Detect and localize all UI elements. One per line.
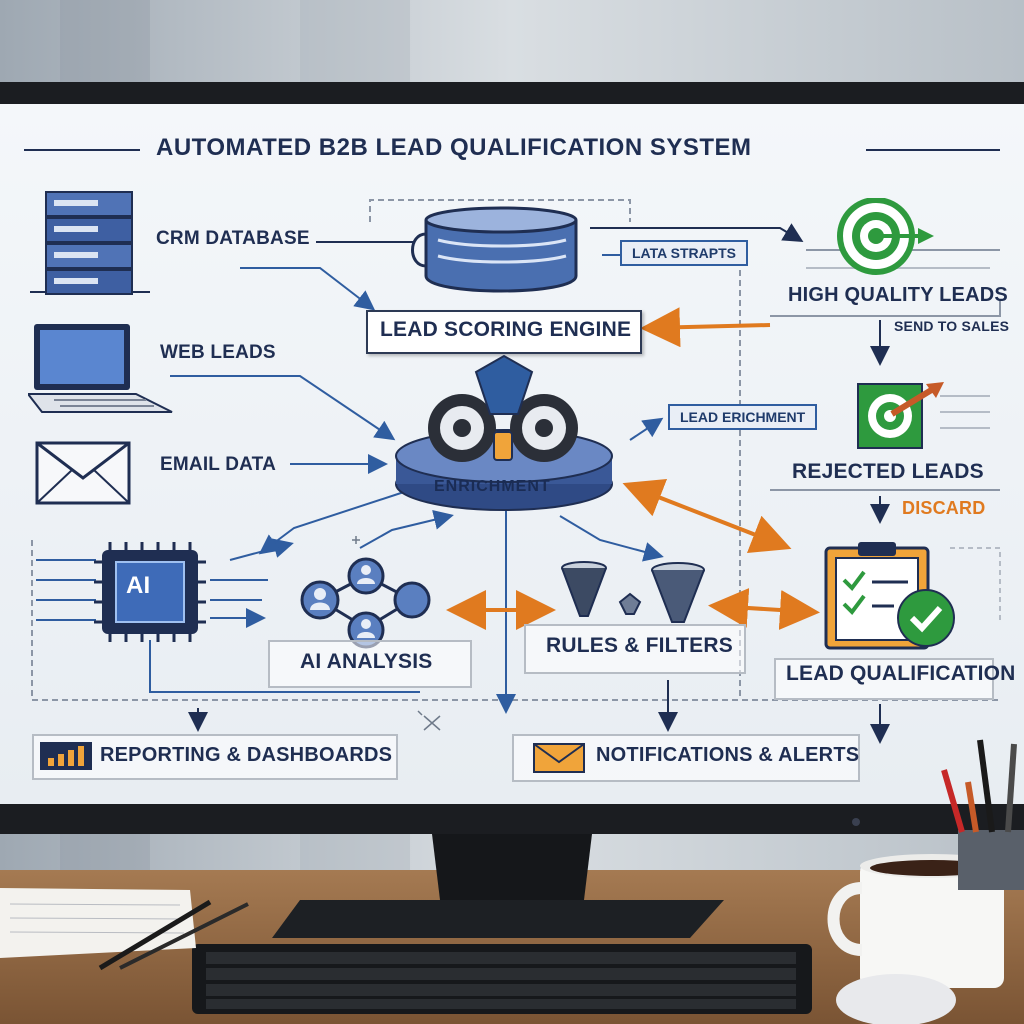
lead-qualification-box: [774, 658, 994, 700]
rejected-leads-label: REJECTED LEADS: [792, 460, 984, 483]
enrichment-hub-label: ENRICHMENT: [434, 478, 551, 495]
clipboard-check-icon: [824, 542, 955, 650]
lead-scoring-engine-box: [366, 310, 642, 354]
ai-chip-icon: [94, 542, 206, 642]
filter-funnels-icon: [561, 561, 705, 623]
data-strapts-tag: LATA STRAPTS: [620, 240, 748, 266]
send-to-sales-label: SEND TO SALES: [894, 318, 1010, 334]
reporting-dashboards-box: [32, 734, 398, 780]
crm-database-label: CRM DATABASE: [156, 228, 310, 249]
target-icon: [837, 198, 934, 275]
alert-envelope-icon: [533, 743, 585, 773]
email-data-label: EMAIL DATA: [160, 454, 276, 475]
lead-enrichment-tag: LEAD ERICHMENT: [668, 404, 818, 430]
server-icon: [45, 191, 133, 295]
enrichment-gears-icon: [395, 354, 613, 511]
laptop-icon: [28, 324, 173, 413]
ai-analysis-box: [268, 640, 472, 688]
people-network-icon: [300, 557, 431, 649]
rules-filters-label: RULES & FILTERS: [546, 634, 733, 657]
diagram-title: AUTOMATED B2B LEAD QUALIFICATION SYSTEM: [156, 134, 752, 161]
rules-filters-box: [524, 624, 746, 674]
bar-chart-icon: [40, 742, 92, 770]
discard-label: DISCARD: [902, 498, 986, 518]
ai-chip-label: AI: [126, 572, 151, 599]
rejected-target-icon: [857, 382, 944, 449]
envelope-icon: [35, 441, 131, 505]
notifications-alerts-label: NOTIFICATIONS & ALERTS: [596, 744, 860, 766]
high-quality-leads-label: HIGH QUALITY LEADS: [788, 284, 1008, 306]
lead-qualification-label: LEAD QUALIFICATION: [786, 662, 1016, 685]
ai-analysis-label: AI ANALYSIS: [300, 650, 433, 673]
lead-scoring-engine-label: LEAD SCORING ENGINE: [380, 318, 632, 341]
database-cylinder-icon: [411, 206, 578, 293]
web-leads-label: WEB LEADS: [160, 342, 276, 363]
reporting-dashboards-label: REPORTING & DASHBOARDS: [100, 744, 393, 766]
